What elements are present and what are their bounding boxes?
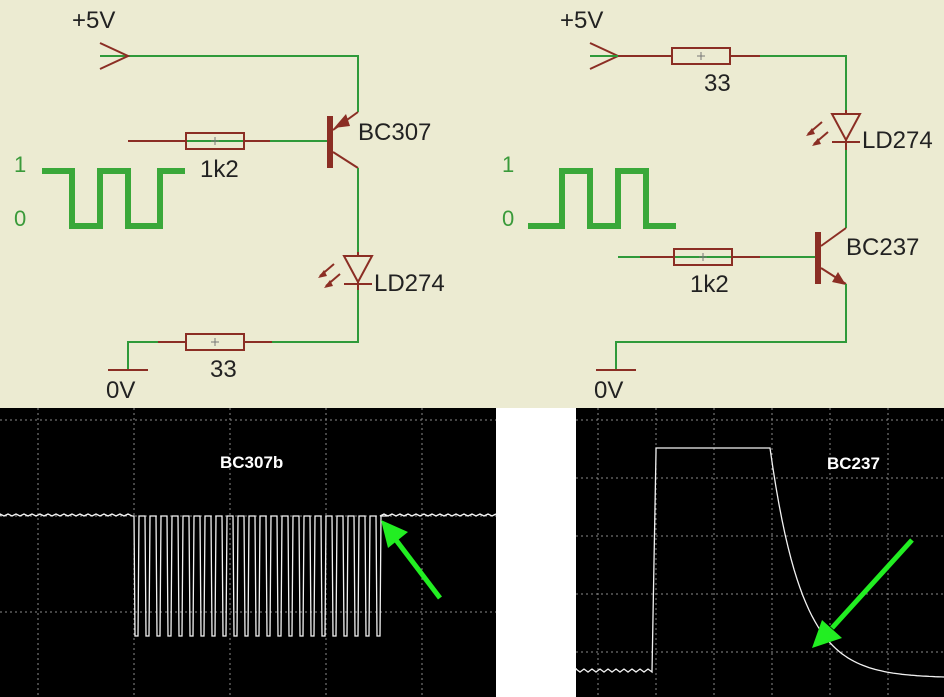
right-led-resistor-label: 33 [704,70,731,97]
right-ground-wire [615,284,847,370]
left-transistor-label: BC307 [358,119,431,146]
right-base-resistor-label: 1k2 [690,271,729,298]
left-low-level-label: 0 [14,206,26,231]
right-arrowhead-icon [812,620,842,648]
left-base-resistor [128,132,270,150]
right-scope-grid [576,408,944,697]
left-base-resistor-label: 1k2 [200,156,239,183]
left-circuit: +5V BC307 1k2 LD27 [14,7,445,404]
right-arrow-icon [830,538,914,630]
left-scope-title: BC307b [220,453,283,472]
left-transistor [327,111,359,169]
right-scope-trace [575,447,944,678]
left-emitter-arrow-icon [334,114,350,128]
right-transistor [815,227,847,285]
left-supply-wire [100,55,359,112]
left-scope-grid [0,408,496,697]
left-led-resistor [158,333,272,351]
left-scope: BC307b [0,408,497,697]
left-supply-arrow [99,42,131,70]
right-resistor-led-wire [760,55,847,110]
left-supply-label: +5V [72,7,115,34]
right-transistor-label: BC237 [846,234,919,261]
right-scope: BC237 [575,408,944,697]
left-ground-wire [127,341,158,370]
schematic-panel [0,0,944,408]
right-emitter-arrow-icon [832,272,846,285]
right-scope-title: BC237 [827,454,880,473]
right-ground-label: 0V [594,377,623,404]
left-led-resistor-label: 33 [210,356,237,383]
left-scope-trace [0,513,497,637]
right-led-label: LD274 [862,127,933,154]
left-led-return-wire [272,290,359,343]
right-led-resistor [618,47,760,65]
left-led-label: LD274 [374,270,445,297]
right-led [806,110,862,150]
right-circuit: +5V 33 LD274 BC237 [502,7,933,404]
left-arrowhead-icon [381,520,408,548]
left-arrow-icon [394,538,442,600]
right-supply-label: +5V [560,7,603,34]
right-input-waveform [528,168,676,229]
left-high-level-label: 1 [14,152,26,177]
left-input-waveform [42,168,185,229]
right-high-level-label: 1 [502,152,514,177]
right-base-resistor [640,248,760,266]
right-low-level-label: 0 [502,206,514,231]
left-ground-label: 0V [106,377,135,404]
left-led [318,252,374,290]
